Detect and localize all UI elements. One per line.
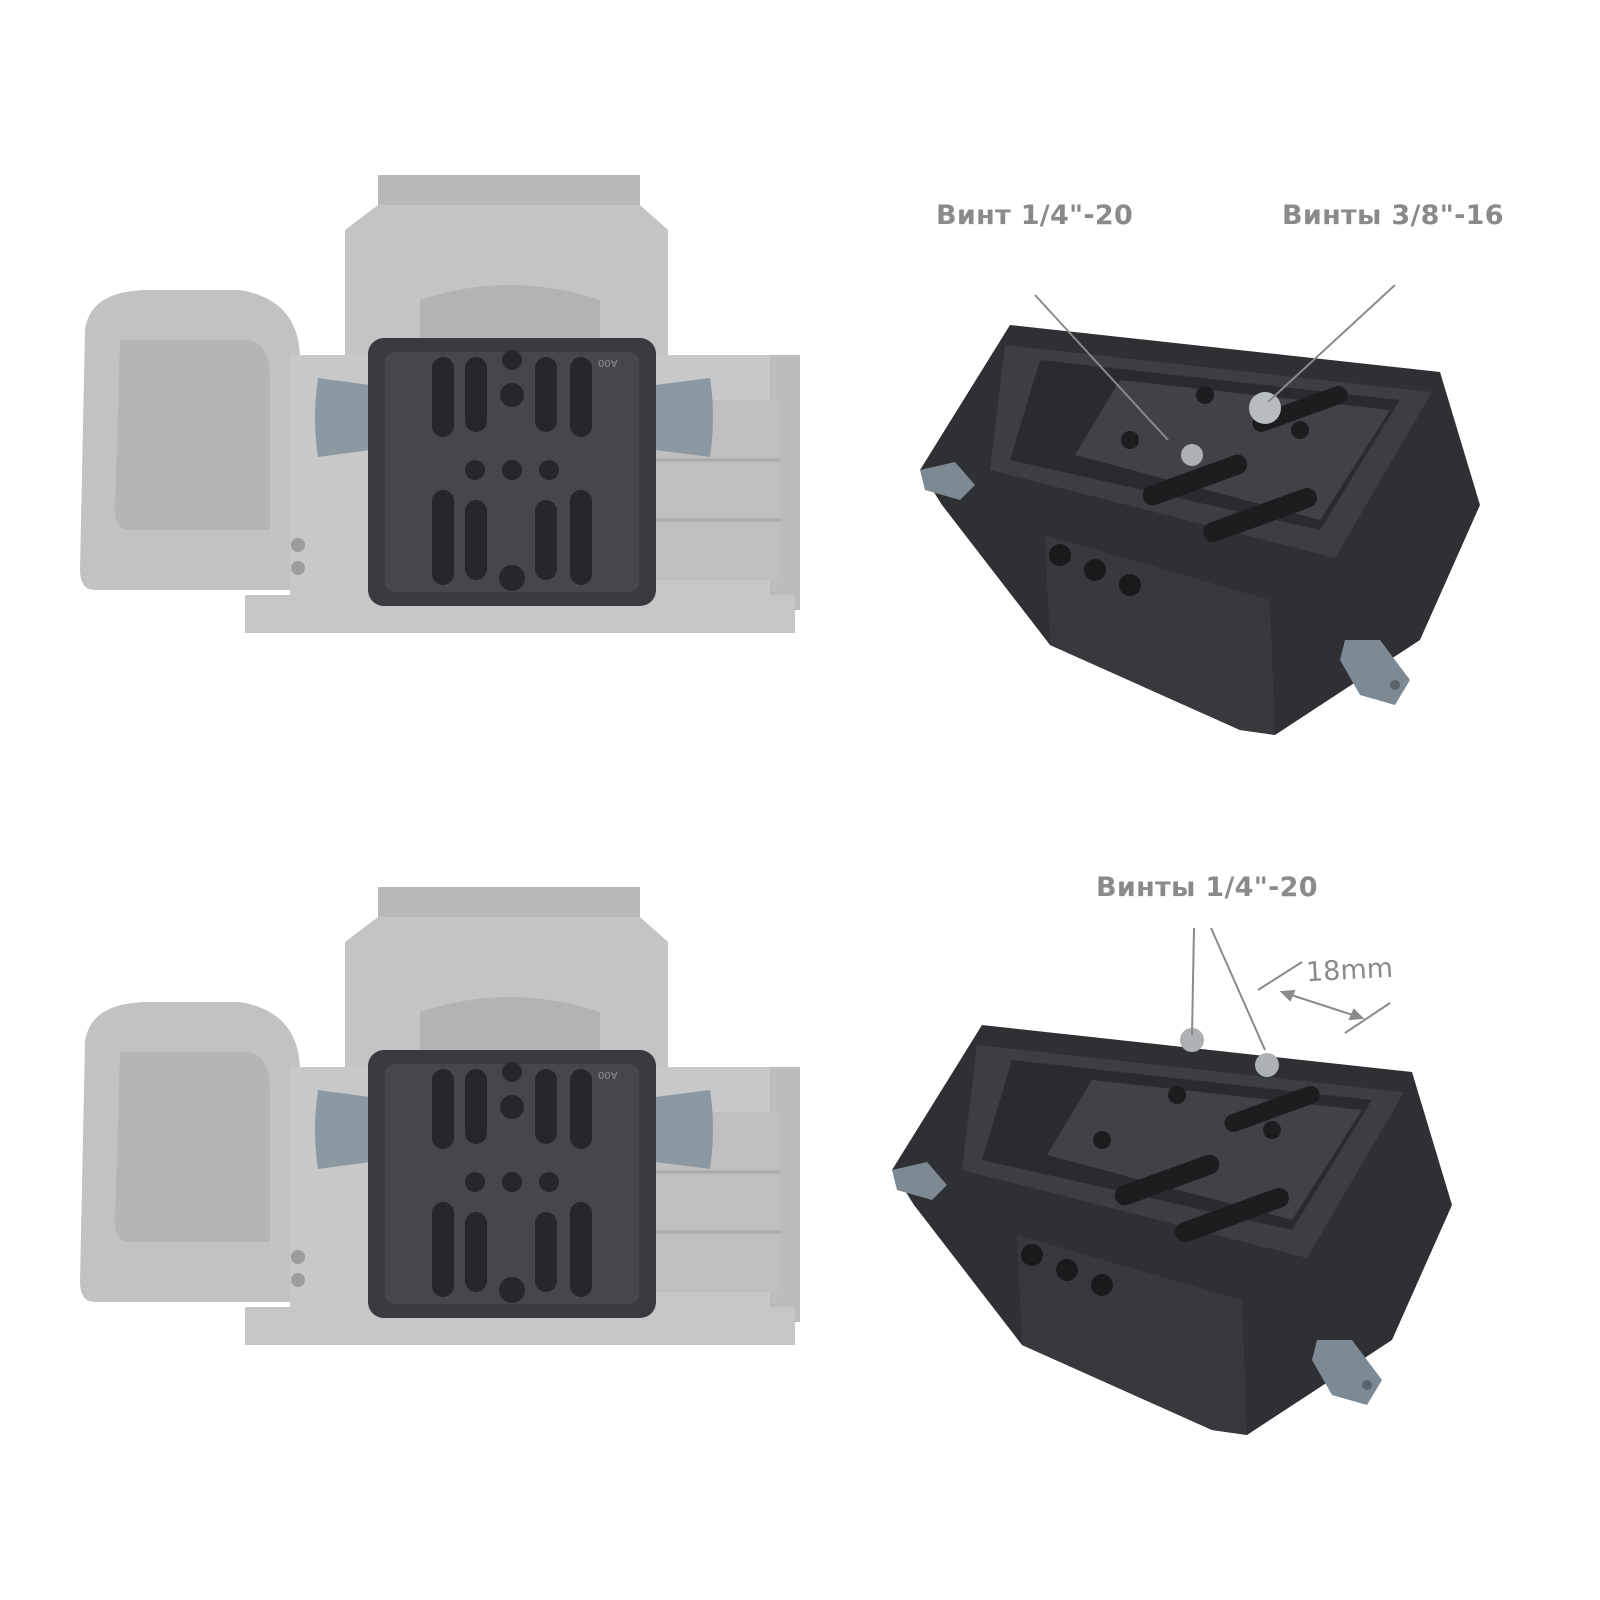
- leader-lines: [1034, 284, 1396, 1051]
- plate-engraving-bottom: A00: [598, 1069, 618, 1080]
- screw-1-4-icon: [1180, 1028, 1204, 1052]
- screw-1-4-icon: [1181, 444, 1203, 466]
- camera-with-plate-bottom: [78, 885, 802, 1347]
- screw-3-8-icon: [1249, 392, 1281, 424]
- screw-1-4-icon: [1255, 1053, 1279, 1077]
- dimension-label: 18mm: [1305, 952, 1394, 989]
- callout-screws-3-8: Винты 3/8"-16: [1282, 200, 1504, 231]
- plate-engraving-top: A00: [598, 357, 618, 368]
- baseplate-3d-top: [920, 325, 1480, 735]
- callout-screws-1-4: Винты 1/4"-20: [1096, 872, 1318, 903]
- baseplate-3d-bottom: [892, 1025, 1452, 1435]
- camera-with-plate-top: [78, 173, 802, 635]
- callout-screw-1-4: Винт 1/4"-20: [936, 200, 1134, 231]
